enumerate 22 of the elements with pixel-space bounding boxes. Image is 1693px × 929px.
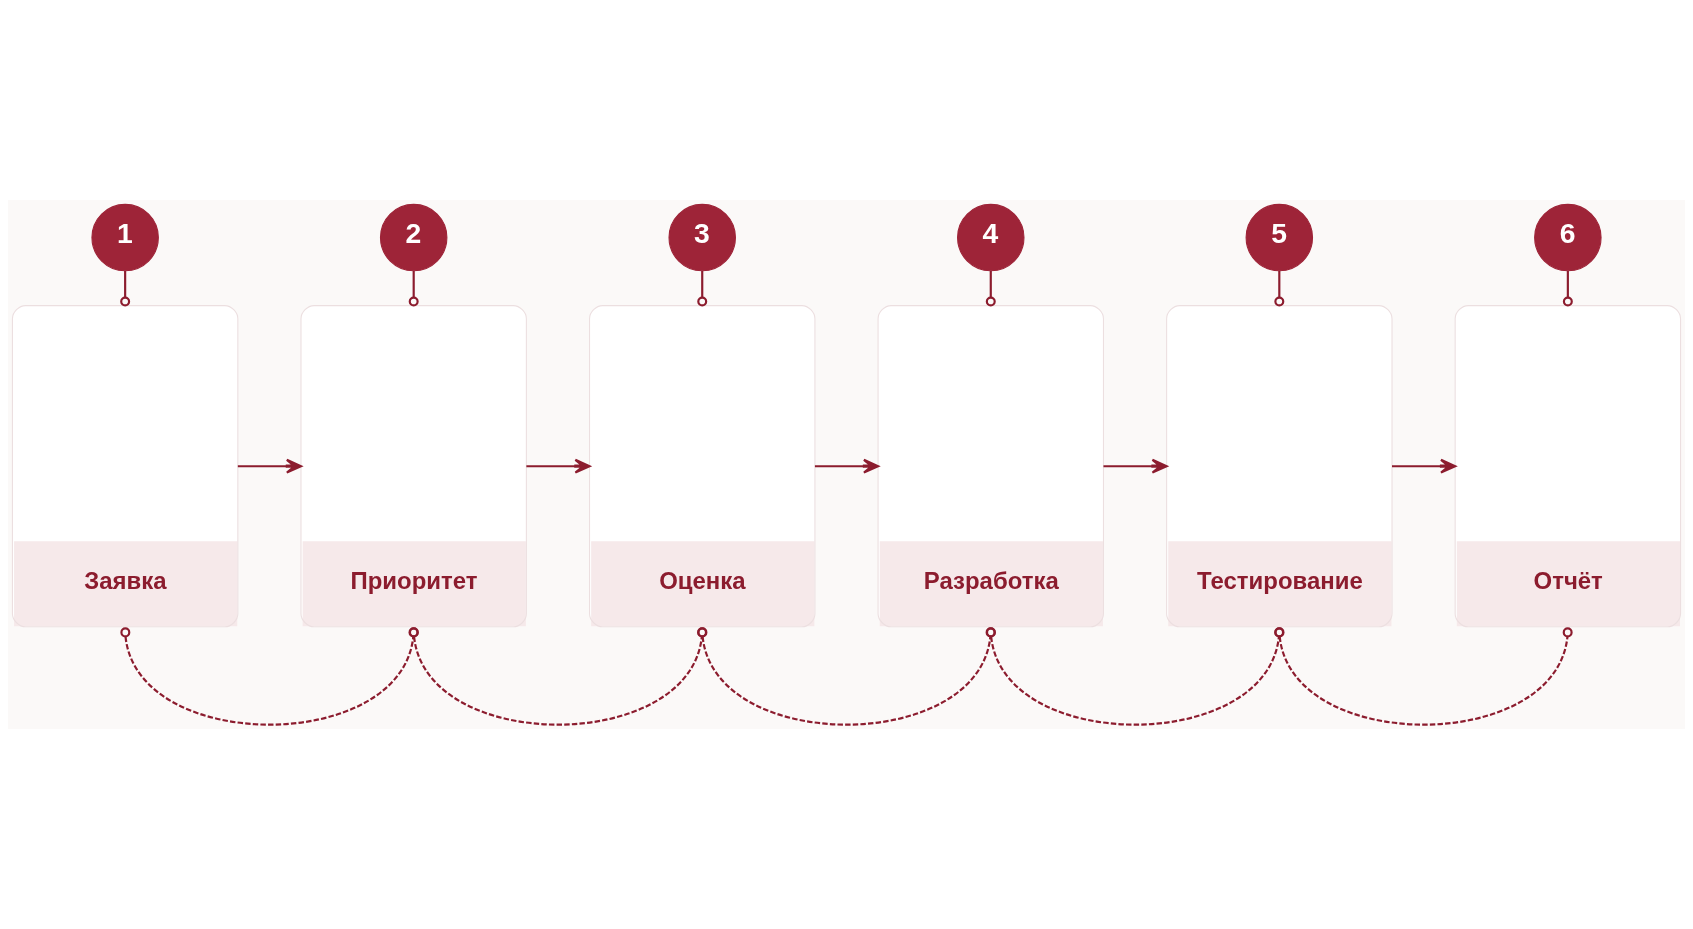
connector xyxy=(1562,270,1573,307)
arrow xyxy=(1103,458,1168,474)
node-circle: 3 xyxy=(668,203,736,272)
node-circle: 6 xyxy=(1534,203,1602,272)
arrow xyxy=(814,458,880,474)
node-circle: 4 xyxy=(957,203,1025,272)
arrow xyxy=(526,458,591,474)
connector xyxy=(985,627,1285,726)
connector xyxy=(408,627,708,726)
node-circle: 1 xyxy=(91,203,159,272)
arrow xyxy=(1392,458,1457,474)
node-circle: 5 xyxy=(1245,203,1314,272)
connector xyxy=(1274,270,1285,307)
connector xyxy=(985,270,996,307)
connector xyxy=(697,270,708,307)
arrow xyxy=(237,458,303,474)
connector xyxy=(120,627,419,726)
connector xyxy=(120,270,131,307)
connector xyxy=(408,270,419,307)
connector xyxy=(1274,627,1573,726)
node-circle: 2 xyxy=(379,203,448,272)
connector xyxy=(697,627,996,726)
